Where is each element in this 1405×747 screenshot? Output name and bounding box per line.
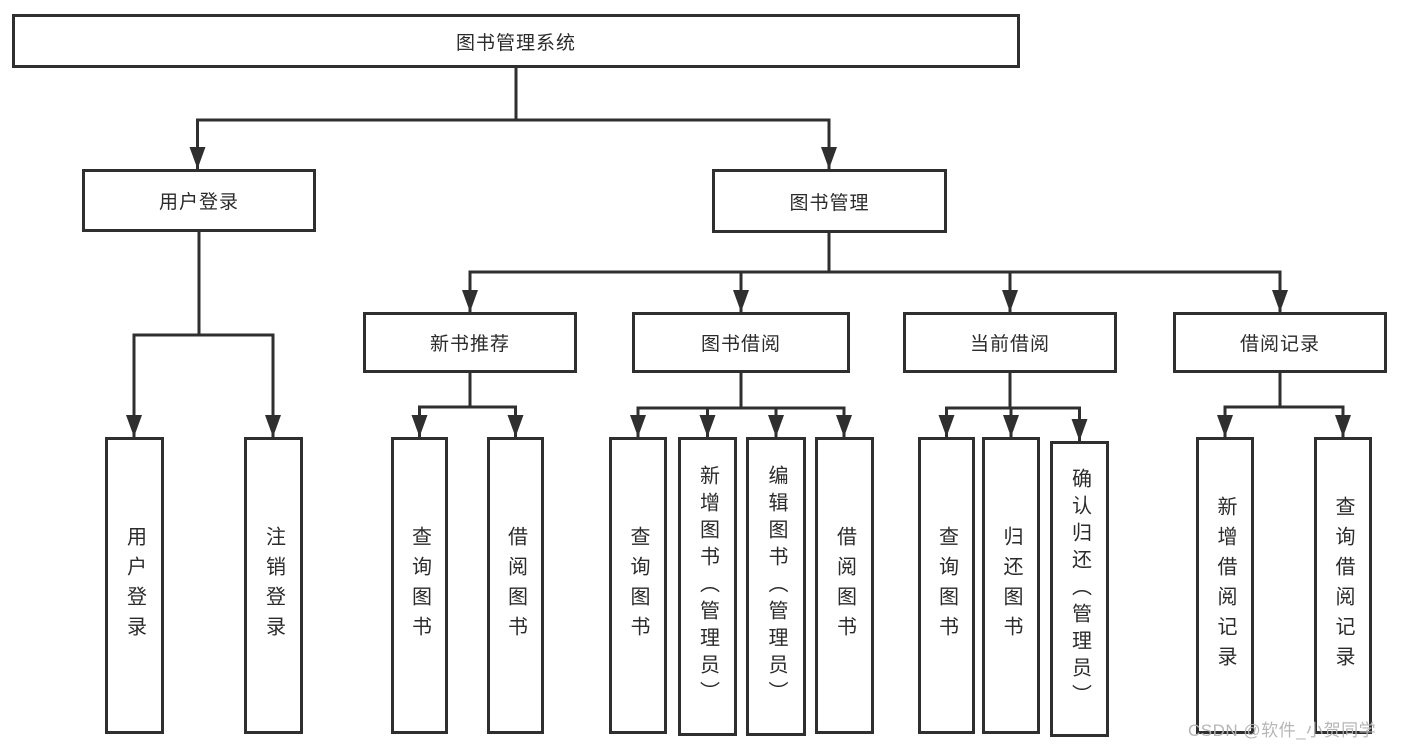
node-book-management-label: 图书管理 bbox=[789, 192, 870, 214]
node-root-system: 图书管理系统 bbox=[12, 14, 1020, 68]
leaf-borrow-borrow-book: 借阅图书 bbox=[815, 437, 874, 734]
node-book-borrow-label: 图书借阅 bbox=[700, 334, 781, 355]
node-current-borrow: 当前借阅 bbox=[903, 312, 1117, 373]
leaf-current-return-book-label: 归还图书 bbox=[1000, 525, 1022, 646]
leaf-current-query-book-label: 查询图书 bbox=[935, 525, 958, 646]
leaf-recommend-borrow-book-label: 借阅图书 bbox=[504, 525, 527, 646]
node-book-management: 图书管理 bbox=[712, 169, 947, 233]
leaf-record-add-record-label: 新增借阅记录 bbox=[1214, 495, 1236, 676]
leaf-login-label: 用户登录 bbox=[123, 525, 146, 646]
node-user-login: 用户登录 bbox=[82, 169, 316, 232]
leaf-borrow-add-book-label: 新增图书（管理员） bbox=[696, 465, 719, 708]
leaf-recommend-query-book-label: 查询图书 bbox=[408, 525, 431, 646]
leaf-current-query-book: 查询图书 bbox=[918, 437, 975, 734]
node-current-borrow-label: 当前借阅 bbox=[969, 334, 1050, 355]
csdn-watermark: CSDN @软件_小贺同学 bbox=[1188, 721, 1377, 740]
node-book-borrow: 图书借阅 bbox=[632, 312, 850, 373]
node-new-book-recommend: 新书推荐 bbox=[363, 312, 577, 373]
node-root-label: 图书管理系统 bbox=[455, 32, 576, 54]
leaf-borrow-borrow-book-label: 借阅图书 bbox=[833, 525, 856, 646]
leaf-borrow-query-book-label: 查询图书 bbox=[627, 525, 649, 646]
leaf-current-confirm-return: 确认归还（管理员） bbox=[1050, 441, 1109, 737]
leaf-record-query-record-label: 查询借阅记录 bbox=[1332, 495, 1354, 676]
leaf-logout-label: 注销登录 bbox=[262, 525, 285, 646]
node-borrow-record-label: 借阅记录 bbox=[1239, 334, 1320, 355]
leaf-borrow-edit-book-label: 编辑图书（管理员） bbox=[765, 465, 787, 708]
leaf-recommend-query-book: 查询图书 bbox=[391, 437, 448, 734]
leaf-current-confirm-return-label: 确认归还（管理员） bbox=[1068, 467, 1091, 711]
node-user-login-label: 用户登录 bbox=[158, 192, 239, 213]
leaf-borrow-edit-book: 编辑图书（管理员） bbox=[746, 437, 806, 736]
leaf-record-add-record: 新增借阅记录 bbox=[1196, 437, 1254, 734]
leaf-login: 用户登录 bbox=[105, 437, 164, 734]
node-new-book-recommend-label: 新书推荐 bbox=[429, 334, 510, 355]
leaf-current-return-book: 归还图书 bbox=[982, 437, 1040, 734]
leaf-borrow-query-book: 查询图书 bbox=[609, 437, 667, 734]
leaf-logout: 注销登录 bbox=[244, 437, 303, 734]
leaf-recommend-borrow-book: 借阅图书 bbox=[487, 437, 544, 734]
leaf-borrow-add-book: 新增图书（管理员） bbox=[678, 437, 737, 736]
leaf-record-query-record: 查询借阅记录 bbox=[1314, 437, 1372, 734]
node-borrow-record: 借阅记录 bbox=[1173, 312, 1387, 373]
